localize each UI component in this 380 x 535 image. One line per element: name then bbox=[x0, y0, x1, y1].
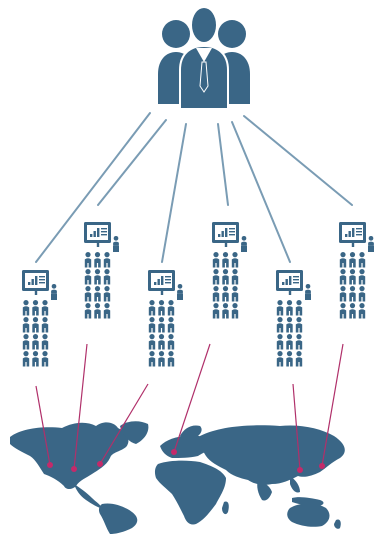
connector-line-team-4 bbox=[217, 123, 229, 206]
continent-central-america bbox=[74, 484, 102, 508]
continent-scandinavia bbox=[180, 425, 202, 440]
continent-southeast-asia bbox=[290, 476, 300, 493]
location-marker-icon bbox=[97, 383, 149, 467]
audience-people-icon bbox=[339, 252, 366, 319]
continent-australia bbox=[287, 503, 330, 527]
team-cluster-1 bbox=[22, 270, 57, 367]
presenter-icon bbox=[368, 236, 374, 252]
team-cluster-6 bbox=[339, 222, 374, 319]
world-map-icon bbox=[10, 421, 345, 534]
connector-line-team-6 bbox=[243, 115, 353, 206]
island-new-zealand bbox=[334, 519, 341, 529]
presenter-icon bbox=[177, 284, 183, 300]
location-marker-icon bbox=[171, 343, 211, 455]
continent-asia bbox=[200, 425, 345, 485]
team-cluster-5 bbox=[276, 270, 311, 367]
continent-africa bbox=[154, 460, 226, 525]
presentation-board-icon bbox=[148, 270, 175, 295]
connector-line-team-2 bbox=[97, 119, 167, 206]
hierarchy-connectors bbox=[35, 112, 353, 263]
team-cluster-4 bbox=[212, 222, 247, 319]
continent-india bbox=[257, 480, 272, 501]
presentation-board-icon bbox=[276, 270, 303, 295]
islands-indonesia bbox=[292, 497, 324, 506]
location-marker-icon bbox=[319, 343, 344, 469]
audience-people-icon bbox=[22, 300, 49, 367]
presenter-icon bbox=[305, 284, 311, 300]
audience-people-icon bbox=[212, 252, 239, 319]
island-japan bbox=[318, 449, 328, 463]
continent-north-america bbox=[10, 422, 129, 489]
continent-south-america bbox=[98, 503, 138, 534]
audience-people-icon bbox=[276, 300, 303, 367]
audience-people-icon bbox=[84, 252, 111, 319]
team-cluster-3 bbox=[148, 270, 183, 367]
presentation-board-icon bbox=[212, 222, 239, 247]
connector-line-team-3 bbox=[161, 123, 187, 263]
presenter-icon bbox=[241, 236, 247, 252]
presentation-board-icon bbox=[339, 222, 366, 247]
continent-greenland bbox=[120, 421, 149, 444]
location-markers bbox=[35, 343, 344, 473]
leadership-group-icon bbox=[158, 8, 250, 108]
location-marker-icon bbox=[35, 385, 53, 468]
location-marker-icon bbox=[292, 383, 303, 473]
island-madagascar bbox=[222, 501, 229, 515]
presentation-board-icon bbox=[84, 222, 111, 247]
audience-people-icon bbox=[148, 300, 175, 367]
presentation-board-icon bbox=[22, 270, 49, 295]
team-cluster-2 bbox=[84, 222, 119, 319]
presenter-icon bbox=[113, 236, 119, 252]
connector-line-team-5 bbox=[231, 121, 291, 263]
presenter-icon bbox=[51, 284, 57, 300]
location-marker-icon bbox=[71, 343, 88, 472]
connector-line-team-1 bbox=[35, 112, 151, 263]
